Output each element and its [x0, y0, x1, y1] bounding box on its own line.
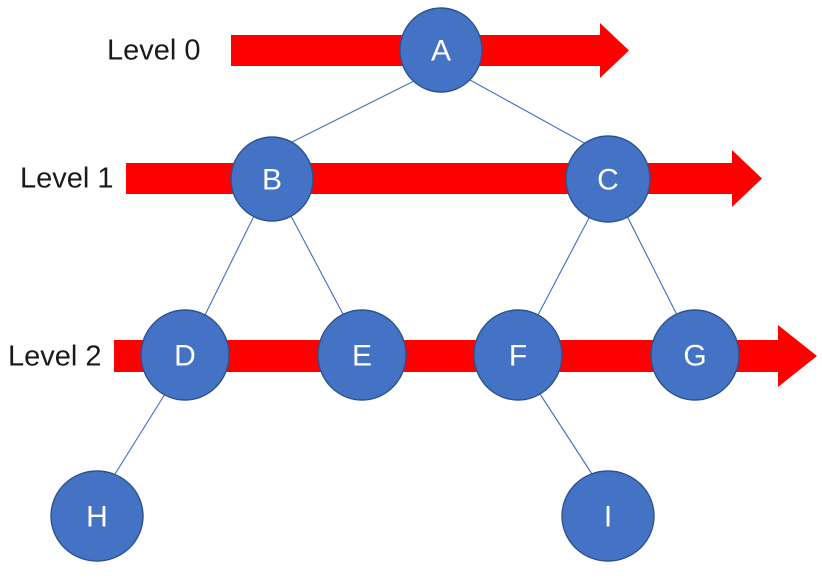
node-e[interactable]: E	[317, 309, 407, 401]
node-a-circle[interactable]	[399, 7, 483, 93]
edge-a-b	[291, 80, 415, 143]
node-a[interactable]: A	[399, 7, 483, 93]
node-a-label: A	[431, 35, 451, 68]
edge-c-g	[626, 215, 678, 316]
level-1-arrow	[126, 150, 762, 207]
edge-f-i	[539, 393, 593, 475]
node-g[interactable]: G	[650, 309, 740, 401]
tree-edges-group	[114, 79, 678, 475]
node-i-circle[interactable]	[561, 470, 655, 562]
edge-d-h	[114, 393, 166, 475]
node-f-circle[interactable]	[473, 309, 563, 401]
node-c[interactable]: C	[565, 135, 651, 223]
node-h-circle[interactable]	[50, 470, 144, 562]
node-e-label: E	[352, 340, 372, 373]
node-h-label: H	[86, 501, 108, 534]
node-d[interactable]: D	[140, 309, 230, 401]
node-d-label: D	[174, 340, 196, 373]
node-h[interactable]: H	[50, 470, 144, 562]
edge-c-f	[537, 215, 591, 316]
node-b-circle[interactable]	[230, 136, 314, 222]
node-g-label: G	[683, 340, 706, 373]
node-g-circle[interactable]	[650, 309, 740, 401]
edge-a-c	[469, 79, 587, 145]
tree-nodes-group: A B C D E F G	[50, 7, 740, 562]
node-i[interactable]: I	[561, 470, 655, 562]
node-i-label: I	[604, 501, 612, 534]
edge-b-d	[204, 215, 255, 316]
node-b[interactable]: B	[230, 136, 314, 222]
node-f-label: F	[509, 340, 527, 373]
node-c-circle[interactable]	[565, 135, 651, 223]
node-c-label: C	[597, 164, 619, 197]
level-2-label: Level 2	[8, 341, 102, 373]
level-2-arrow	[114, 325, 817, 387]
node-d-circle[interactable]	[140, 309, 230, 401]
node-e-circle[interactable]	[317, 309, 407, 401]
node-b-label: B	[262, 164, 282, 197]
level-1-label: Level 1	[20, 163, 114, 195]
node-f[interactable]: F	[473, 309, 563, 401]
level-labels-group: Level 0 Level 1 Level 2	[8, 35, 201, 373]
level-0-label: Level 0	[107, 35, 201, 67]
edge-b-e	[290, 215, 345, 317]
